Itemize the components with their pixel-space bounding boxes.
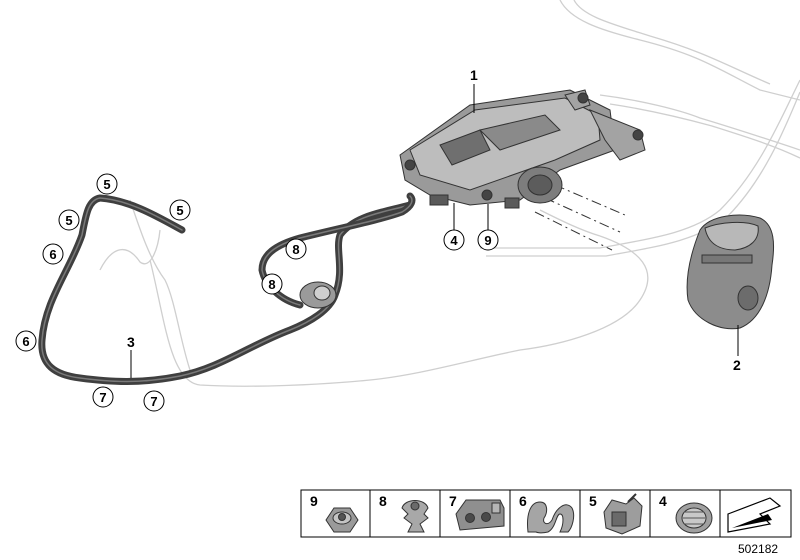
leader-lines bbox=[130, 84, 739, 378]
part-3-label: 3 bbox=[127, 334, 135, 350]
arrow-icon bbox=[727, 497, 782, 533]
reference-number: 502182 bbox=[738, 542, 778, 556]
clip-icon bbox=[401, 500, 429, 533]
callout-8-b: 8 bbox=[261, 273, 283, 295]
legend-number-7: 7 bbox=[449, 493, 457, 509]
callout-7-b: 7 bbox=[143, 390, 165, 412]
assembly-guide-lines bbox=[534, 184, 626, 251]
svg-text:6: 6 bbox=[49, 247, 56, 262]
svg-text:7: 7 bbox=[150, 394, 157, 409]
callout-5-a: 5 bbox=[96, 173, 118, 195]
svg-text:5: 5 bbox=[103, 177, 110, 192]
hose-connector bbox=[299, 281, 337, 309]
legend-number-5: 5 bbox=[589, 493, 597, 509]
wave-clip-icon bbox=[527, 501, 575, 534]
svg-text:6: 6 bbox=[22, 334, 29, 349]
callout-5-b: 5 bbox=[58, 209, 80, 231]
legend-number-8: 8 bbox=[379, 493, 387, 509]
callout-6-a: 6 bbox=[42, 243, 64, 265]
callout-9: 9 bbox=[477, 229, 499, 251]
double-clip-icon bbox=[455, 499, 505, 531]
svg-text:9: 9 bbox=[484, 233, 491, 248]
legend-number-6: 6 bbox=[519, 493, 527, 509]
part-1-label: 1 bbox=[470, 67, 478, 83]
part-2-label: 2 bbox=[733, 357, 741, 373]
callout-5-c: 5 bbox=[169, 199, 191, 221]
svg-text:8: 8 bbox=[268, 277, 275, 292]
svg-text:5: 5 bbox=[176, 203, 183, 218]
legend-number-4: 4 bbox=[659, 493, 667, 509]
svg-text:8: 8 bbox=[292, 242, 299, 257]
grommet-icon bbox=[675, 502, 713, 534]
svg-text:7: 7 bbox=[99, 390, 106, 405]
callout-4: 4 bbox=[443, 229, 465, 251]
legend-number-9: 9 bbox=[310, 493, 318, 509]
callout-6-b: 6 bbox=[15, 330, 37, 352]
hose-assembly bbox=[38, 192, 416, 385]
bracket-part-2 bbox=[686, 214, 774, 330]
nut-icon bbox=[325, 507, 359, 533]
legend-strip: 9 8 7 6 5 4 bbox=[300, 489, 792, 538]
holder-clip-icon bbox=[603, 493, 643, 535]
callout-7-a: 7 bbox=[92, 386, 114, 408]
svg-text:5: 5 bbox=[65, 213, 72, 228]
svg-text:4: 4 bbox=[450, 233, 458, 248]
callout-8-a: 8 bbox=[285, 238, 307, 260]
main-unit-body bbox=[399, 89, 646, 209]
